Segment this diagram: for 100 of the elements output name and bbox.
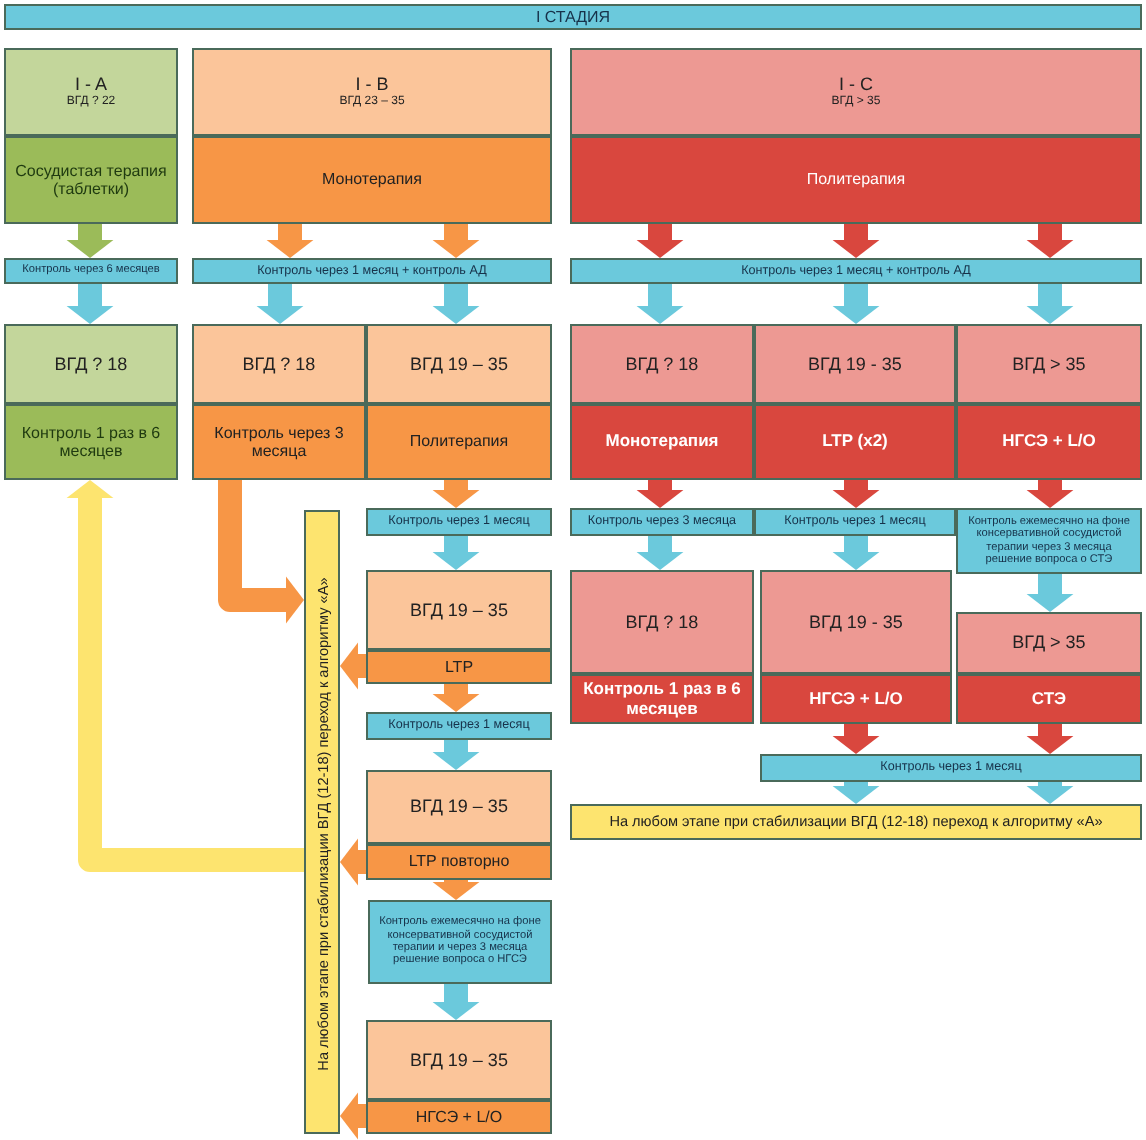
block-arrow bbox=[1026, 574, 1074, 612]
group-heading: I - C bbox=[837, 74, 875, 95]
monitoring-bar bbox=[366, 508, 552, 536]
block-arrow bbox=[66, 224, 114, 258]
treatment-text: Контроль 1 раз в 6 месяцев bbox=[581, 679, 743, 719]
monitoring-bar bbox=[956, 508, 1142, 574]
group-heading: I - B bbox=[353, 74, 391, 95]
criterion-box bbox=[570, 48, 1142, 136]
criterion-box bbox=[4, 324, 178, 404]
treatment-text: Монотерапия bbox=[320, 170, 424, 190]
block-arrow bbox=[636, 224, 684, 258]
treatment-box bbox=[570, 136, 1142, 224]
criterion-box bbox=[192, 324, 366, 404]
criterion-box bbox=[956, 324, 1142, 404]
iop-criterion: ВГД 19 – 35 bbox=[408, 353, 510, 375]
criterion-box bbox=[754, 324, 956, 404]
block-arrow bbox=[340, 642, 366, 690]
treatment-box bbox=[366, 844, 552, 880]
block-arrow bbox=[432, 480, 480, 508]
block-arrow bbox=[340, 838, 366, 886]
iop-criterion: ВГД 19 - 35 bbox=[806, 353, 904, 375]
monitoring-bar bbox=[570, 258, 1142, 284]
block-arrow bbox=[66, 480, 304, 872]
block-arrow bbox=[1026, 284, 1074, 324]
block-arrow bbox=[832, 536, 880, 570]
block-arrow bbox=[432, 284, 480, 324]
block-arrow bbox=[1026, 480, 1074, 508]
block-arrow bbox=[636, 284, 684, 324]
criterion-box bbox=[570, 570, 754, 674]
monitoring-bar bbox=[570, 508, 754, 536]
iop-criterion: ВГД > 35 bbox=[1010, 632, 1088, 654]
treatment-box bbox=[570, 404, 754, 480]
transition-bar bbox=[304, 510, 340, 1134]
block-arrow bbox=[832, 284, 880, 324]
block-arrow bbox=[256, 284, 304, 324]
treatment-text: НГСЭ + L/O bbox=[1000, 432, 1098, 452]
treatment-box bbox=[192, 136, 552, 224]
treatment-box bbox=[366, 404, 552, 480]
group-heading: I - A bbox=[72, 74, 109, 95]
block-arrow bbox=[1026, 724, 1074, 754]
criterion-box bbox=[366, 770, 552, 844]
block-arrow bbox=[832, 782, 880, 804]
treatment-box bbox=[366, 650, 552, 684]
stage-banner bbox=[4, 4, 1142, 30]
block-arrow bbox=[832, 480, 880, 508]
criterion-box bbox=[366, 1020, 552, 1100]
criterion-box bbox=[4, 48, 178, 136]
treatment-text: Контроль 1 раз в 6 месяцев bbox=[19, 423, 163, 461]
criterion-box bbox=[192, 48, 552, 136]
treatment-box bbox=[366, 1100, 552, 1134]
iop-criterion: ВГД ? 18 bbox=[240, 353, 318, 375]
block-arrow bbox=[218, 480, 304, 624]
block-arrow bbox=[432, 224, 480, 258]
treatment-box bbox=[956, 674, 1142, 724]
block-arrow bbox=[636, 480, 684, 508]
treatment-text: LTP bbox=[442, 657, 476, 677]
iop-criterion: ВГД ? 18 bbox=[52, 353, 130, 375]
stage-title: I СТАДИЯ bbox=[533, 7, 613, 27]
block-arrow bbox=[432, 880, 480, 900]
treatment-text: Контроль через 3 месяца bbox=[212, 423, 346, 461]
block-arrow bbox=[832, 224, 880, 258]
block-arrow bbox=[66, 284, 114, 324]
iop-criterion: ВГД > 35 bbox=[1010, 353, 1088, 375]
iop-criterion: ВГД ? 18 bbox=[623, 611, 701, 633]
block-arrow bbox=[266, 224, 314, 258]
treatment-box bbox=[4, 136, 178, 224]
criterion-box bbox=[760, 570, 952, 674]
monitoring-bar bbox=[368, 900, 552, 984]
iop-criterion: ВГД 19 – 35 bbox=[408, 796, 510, 818]
iop-criterion: ВГД 19 - 35 bbox=[807, 611, 905, 633]
treatment-box bbox=[956, 404, 1142, 480]
treatment-box bbox=[192, 404, 366, 480]
treatment-box bbox=[570, 674, 754, 724]
treatment-text: НГСЭ + L/O bbox=[807, 689, 905, 709]
block-arrow bbox=[432, 536, 480, 570]
transition-bar bbox=[570, 804, 1142, 840]
block-arrow bbox=[340, 1092, 366, 1140]
monitoring-bar bbox=[366, 712, 552, 740]
treatment-box bbox=[4, 404, 178, 480]
treatment-text: Политерапия bbox=[407, 432, 511, 452]
criterion-box bbox=[366, 570, 552, 650]
block-arrow bbox=[636, 536, 684, 570]
block-arrow bbox=[432, 740, 480, 770]
monitoring-bar bbox=[754, 508, 956, 536]
criterion-box bbox=[956, 612, 1142, 674]
block-arrow bbox=[832, 724, 880, 754]
monitoring-bar bbox=[4, 258, 178, 284]
monitoring-bar bbox=[760, 754, 1142, 782]
iop-criterion: ВГД ? 18 bbox=[623, 353, 701, 375]
treatment-text: Монотерапия bbox=[603, 432, 721, 452]
treatment-text: НГСЭ + L/O bbox=[413, 1107, 505, 1127]
treatment-text: Сосудистая терапия (таблетки) bbox=[13, 161, 169, 199]
treatment-box bbox=[754, 404, 956, 480]
treatment-box bbox=[760, 674, 952, 724]
treatment-text: LTP (x2) bbox=[820, 432, 890, 452]
monitoring-bar bbox=[192, 258, 552, 284]
block-arrow bbox=[1026, 224, 1074, 258]
block-arrow bbox=[432, 684, 480, 712]
criterion-box bbox=[570, 324, 754, 404]
criterion-box bbox=[366, 324, 552, 404]
